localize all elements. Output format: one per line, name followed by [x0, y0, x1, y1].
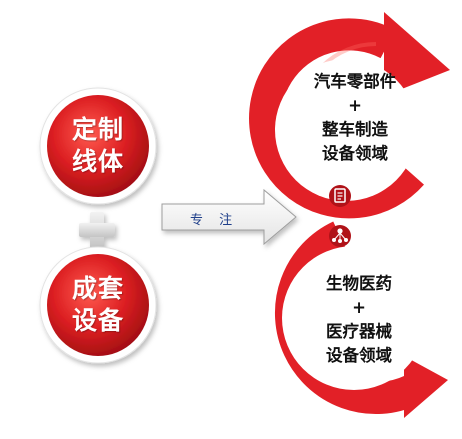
focus-arrow [161, 188, 297, 246]
network-icon [329, 225, 351, 247]
complete-equipment-label-line2: 设备 [71, 306, 124, 335]
complete-equipment-label-line1: 成套 [71, 274, 124, 303]
complete-equipment-label: 成套 设备 [47, 273, 149, 337]
top-arc-arrowhead [384, 12, 450, 96]
custom-line-label: 定制 线体 [47, 114, 149, 178]
custom-line-label-line2: 线体 [71, 147, 124, 176]
complete-equipment-circle [39, 246, 157, 364]
document-icon [329, 185, 351, 207]
custom-line-circle [39, 87, 157, 205]
custom-line-label-line1: 定制 [71, 115, 124, 144]
top-domain-arc [249, 12, 450, 219]
medical-line1: 生物医药 [326, 274, 392, 293]
automotive-plus: + [348, 96, 362, 115]
automotive-line2: 整车制造 [322, 120, 388, 139]
bottom-arc-arrowhead [404, 356, 448, 418]
automotive-line3: 设备领域 [322, 144, 388, 163]
medical-domain-text: 生物医药 + 医疗器械 设备领域 [304, 272, 414, 368]
automotive-line1: 汽车零部件 [313, 72, 397, 91]
focus-arrow-label: 专 注 [190, 213, 239, 228]
automotive-domain-text: 汽车零部件 + 整车制造 设备领域 [300, 70, 410, 166]
plus-icon [79, 212, 115, 248]
medical-plus: + [352, 298, 366, 317]
medical-line2: 医疗器械 [326, 322, 392, 341]
bottom-domain-arc [275, 221, 448, 418]
medical-line3: 设备领域 [326, 346, 392, 365]
